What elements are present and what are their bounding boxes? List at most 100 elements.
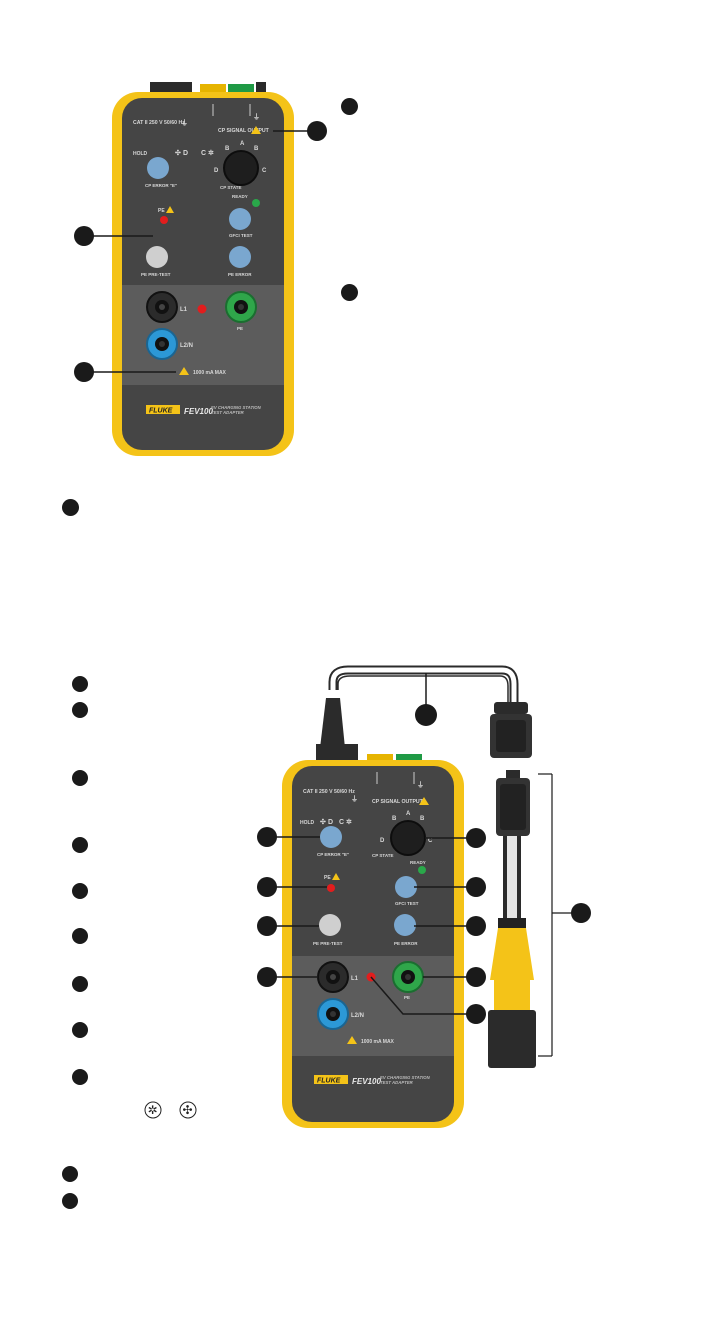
pe-pre-test-button[interactable]	[319, 914, 341, 936]
cp-error-button[interactable]	[320, 826, 342, 848]
pe-warning-icon	[166, 206, 174, 213]
dial-c: C	[262, 168, 267, 174]
pe-error-button[interactable]	[229, 246, 251, 268]
gfci-test-text: GFCI TEST	[395, 901, 419, 906]
callout-marker	[415, 704, 437, 726]
dial-b-right: B	[420, 816, 425, 822]
pe-error-button[interactable]	[394, 914, 416, 936]
max-current-text: 1000 mA MAX	[361, 1039, 395, 1045]
pe-pre-test-button[interactable]	[146, 246, 168, 268]
list-marker	[341, 284, 358, 301]
cp-error-button[interactable]	[147, 157, 169, 179]
snowflake-icon: ✲	[346, 818, 352, 826]
dial-b-right: B	[254, 146, 259, 152]
dial-d: D	[380, 838, 385, 844]
dial-a: A	[240, 141, 245, 147]
list-marker	[72, 676, 88, 692]
ready-text: READY	[232, 194, 248, 199]
svg-text:✣: ✣	[183, 1103, 193, 1117]
fluke-logo	[314, 1075, 348, 1084]
dial-b-left: B	[225, 146, 230, 152]
pe-error-text: PE ERROR	[394, 941, 418, 946]
pe-text: PE	[158, 208, 165, 214]
fan-icon: ✣	[175, 149, 181, 157]
callout-marker	[74, 226, 94, 246]
cp-state-dial[interactable]	[223, 150, 259, 186]
max-warning-icon	[179, 367, 189, 375]
callout-marker	[257, 877, 277, 897]
list-marker	[341, 98, 358, 115]
fluke-logo	[146, 405, 180, 414]
list-marker	[72, 770, 88, 786]
dial-d: D	[214, 168, 219, 174]
warning-icon	[419, 797, 429, 805]
callout-marker	[466, 916, 486, 936]
desc-line1: EV CHARGING STATION	[211, 405, 262, 410]
list-marker	[72, 883, 88, 899]
callout-marker	[257, 916, 277, 936]
hold-label: HOLD	[133, 151, 148, 157]
pe-pre-test-text: PE PRE-TEST	[141, 272, 171, 277]
ev-plug-head	[488, 1010, 536, 1068]
hold-label: HOLD	[300, 820, 315, 826]
list-marker	[72, 1069, 88, 1085]
top-device-figure: CAT II 250 V 50/60 Hz CP SIGNAL OUTPUT ⏚…	[74, 82, 327, 456]
pe-led	[160, 216, 168, 224]
list-marker	[72, 928, 88, 944]
callout-marker	[307, 121, 327, 141]
hold-c-text: C	[339, 819, 344, 826]
callout-marker	[257, 967, 277, 987]
pe-jack-text: PE	[404, 995, 410, 1000]
callout-marker	[571, 903, 591, 923]
fan-icon: ✣	[179, 1101, 197, 1119]
hold-d-text: D	[328, 819, 333, 826]
svg-text:✲: ✲	[148, 1103, 158, 1117]
callout-marker	[257, 827, 277, 847]
cp-signal-output-text: CP SIGNAL OUTPUT	[218, 128, 270, 134]
model-text: FEV100	[184, 407, 213, 416]
cp-state-text: CP STATE	[220, 185, 242, 190]
dial-c: C	[428, 838, 433, 844]
callout-marker	[466, 967, 486, 987]
svg-text:⏚: ⏚	[417, 781, 424, 789]
cp-error-text: CP ERROR "E"	[145, 183, 177, 188]
ready-led	[252, 199, 260, 207]
pe-led	[327, 884, 335, 892]
dial-a: A	[406, 811, 411, 817]
gfci-test-button[interactable]	[395, 876, 417, 898]
bottom-device-figure: CAT II 250 V 50/60 Hz ⏚ ⏚ CP SIGNAL OUTP…	[257, 665, 591, 1128]
callout-marker	[74, 362, 94, 382]
svg-text:⏚: ⏚	[253, 113, 260, 121]
svg-text:⏚: ⏚	[181, 119, 188, 127]
desc-line2: TEST ADAPTER	[380, 1080, 414, 1085]
rating-text: CAT II 250 V 50/60 Hz	[303, 789, 355, 795]
list-marker	[72, 1022, 88, 1038]
dial-b-left: B	[392, 816, 397, 822]
brand-text: FLUKE	[317, 1078, 341, 1085]
hold-d-text: D	[183, 150, 188, 157]
pe-warning-icon	[332, 873, 340, 880]
list-marker	[62, 1193, 78, 1209]
list-marker	[72, 702, 88, 718]
l1-text: L1	[351, 976, 359, 982]
gfci-test-button[interactable]	[229, 208, 251, 230]
list-marker	[72, 837, 88, 853]
plug-yellow-grip	[490, 928, 534, 980]
model-text: FEV100	[352, 1077, 381, 1086]
cp-state-dial[interactable]	[390, 820, 426, 856]
snowflake-icon: ✲	[144, 1101, 162, 1119]
cp-error-text: CP ERROR "E"	[317, 852, 349, 857]
svg-text:⏚: ⏚	[351, 795, 358, 803]
cp-signal-output-text: CP SIGNAL OUTPUT	[372, 799, 424, 805]
l1-led	[197, 304, 207, 314]
rating-text: CAT II 250 V 50/60 Hz	[133, 120, 185, 126]
desc-line2: TEST ADAPTER	[211, 410, 245, 415]
cable-strain-relief	[320, 698, 345, 748]
warning-icon	[251, 126, 261, 134]
pe-pre-test-text: PE PRE-TEST	[313, 941, 343, 946]
hold-c-text: C	[201, 150, 206, 157]
gfci-test-text: GFCI TEST	[229, 233, 253, 238]
ready-led	[418, 866, 426, 874]
l2n-text: L2/N	[180, 343, 193, 349]
list-marker	[72, 976, 88, 992]
